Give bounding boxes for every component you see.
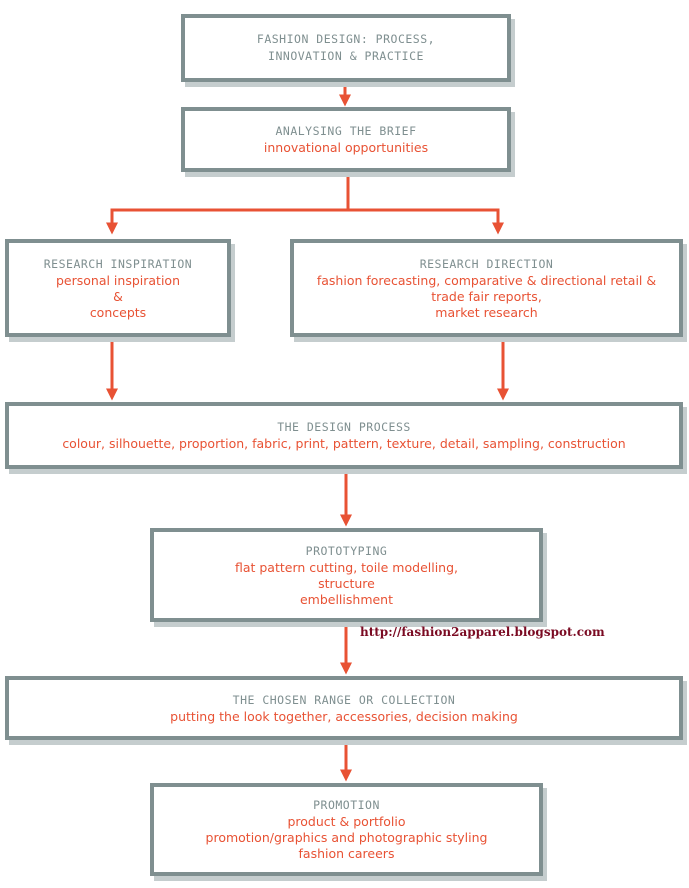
direction-line-3: market research xyxy=(435,304,538,320)
brief-heading: ANALYSING THE BRIEF xyxy=(275,124,417,138)
direction-heading: RESEARCH DIRECTION xyxy=(419,256,554,271)
inspiration-heading: RESEARCH INSPIRATION xyxy=(43,256,193,271)
design-process-box: THE DESIGN PROCESS colour, silhouette, p… xyxy=(5,402,683,469)
prototyping-line-2: structure xyxy=(318,575,375,591)
inspiration-line-3: concepts xyxy=(89,304,147,320)
chosen-range-box: THE CHOSEN RANGE OR COLLECTION putting t… xyxy=(5,676,683,740)
range-detail: putting the look together, accessories, … xyxy=(170,708,518,724)
promotion-box: PROMOTION product & portfolio promotion/… xyxy=(150,783,543,876)
title-box: FASHION DESIGN: PROCESS, INNOVATION & PR… xyxy=(181,14,511,82)
direction-line-1: fashion forecasting, comparative & direc… xyxy=(316,272,657,288)
range-heading: THE CHOSEN RANGE OR COLLECTION xyxy=(232,692,456,707)
brief-detail: innovational opportunities xyxy=(263,140,429,155)
prototyping-line-3: embellishment xyxy=(299,591,394,607)
design-detail: colour, silhouette, proportion, fabric, … xyxy=(62,436,626,451)
inspiration-line-2: & xyxy=(113,288,123,304)
prototyping-box: PROTOTYPING flat pattern cutting, toile … xyxy=(150,528,543,622)
design-heading: THE DESIGN PROCESS xyxy=(277,420,411,434)
direction-line-2: trade fair reports, xyxy=(431,288,542,304)
brief-box: ANALYSING THE BRIEF innovational opportu… xyxy=(181,107,511,172)
title-line-2: INNOVATION & PRACTICE xyxy=(268,49,424,63)
research-direction-box: RESEARCH DIRECTION fashion forecasting, … xyxy=(290,239,683,337)
title-line-1: FASHION DESIGN: PROCESS, xyxy=(256,32,436,46)
branch-line-right xyxy=(348,208,504,235)
promotion-line-3: fashion careers xyxy=(298,846,395,861)
source-url: http://fashion2apparel.blogspot.com xyxy=(360,625,605,639)
promotion-heading: PROMOTION xyxy=(313,798,380,812)
inspiration-line-1: personal inspiration xyxy=(55,272,180,288)
prototyping-line-1: flat pattern cutting, toile modelling, xyxy=(234,559,459,575)
branch-line xyxy=(110,172,350,230)
prototyping-heading: PROTOTYPING xyxy=(305,543,388,558)
promotion-line-2: promotion/graphics and photographic styl… xyxy=(205,830,488,845)
research-inspiration-box: RESEARCH INSPIRATION personal inspiratio… xyxy=(5,239,231,337)
promotion-line-1: product & portfolio xyxy=(287,814,406,829)
